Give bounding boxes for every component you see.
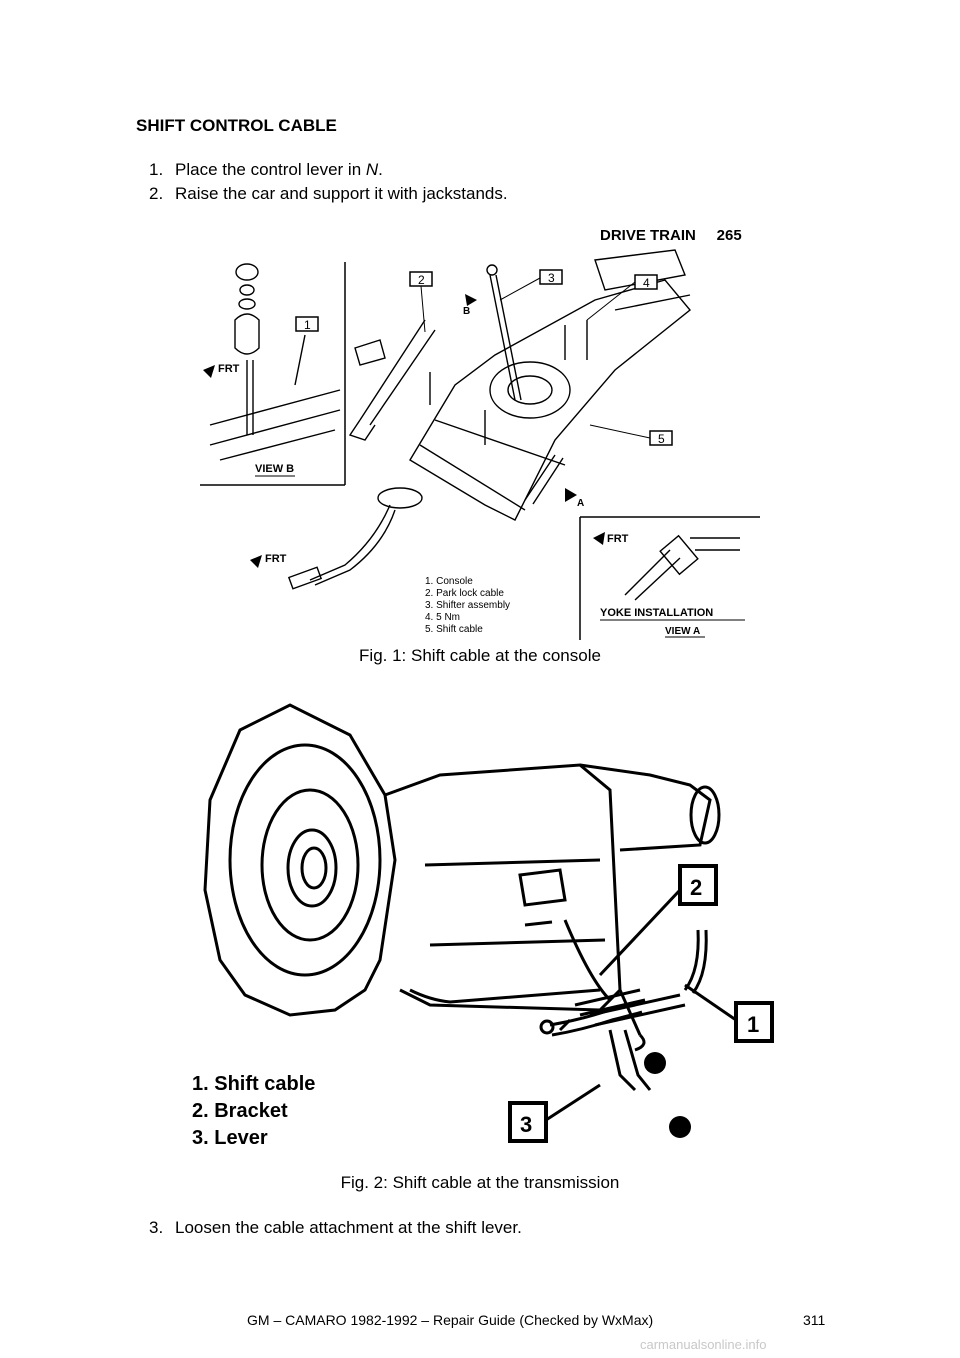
shifter-assembly-drawing — [287, 249, 691, 590]
callout-box-3 — [508, 1101, 548, 1143]
step-text: Raise the car and support it with jackst… — [175, 184, 508, 203]
legend-item: 3. Lever — [192, 1127, 268, 1149]
arrow-a-label: A — [577, 498, 584, 509]
figure-2-caption: Fig. 2: Shift cable at the transmission — [340, 1173, 620, 1192]
callout-2: 2 — [418, 273, 425, 287]
callout-3: 3 — [520, 1112, 532, 1137]
view-a-label: VIEW A — [665, 626, 700, 637]
callout-3: 3 — [548, 271, 555, 285]
callout-1: 1 — [747, 1012, 759, 1037]
frt-label-a: FRT — [607, 533, 629, 545]
yoke-drawing — [624, 534, 740, 601]
legend-item: 1. Console — [425, 576, 473, 587]
step-3: 3. Loosen the cable attachment at the shi… — [149, 1218, 522, 1238]
frt-arrow-icon — [203, 365, 215, 378]
view-b-label: VIEW B — [255, 463, 294, 475]
arrow-b-label: B — [463, 306, 470, 317]
section-title: SHIFT CONTROL CABLE — [136, 116, 337, 135]
figure-1-header: DRIVE TRAIN 265 — [600, 227, 742, 244]
step-text: Loosen the cable attachment at the shift… — [175, 1218, 522, 1237]
legend-item: 4. 5 Nm — [425, 612, 460, 623]
watermark: carmanualsonline.info — [640, 1337, 767, 1352]
figure-1-caption: Fig. 1: Shift cable at the console — [359, 646, 601, 665]
nut-icon — [669, 1116, 691, 1138]
step-text-end: . — [378, 160, 383, 179]
figure-1-illustration: DRIVE TRAIN 265 1 FRT VIEW B — [200, 227, 760, 640]
callout-4: 4 — [643, 276, 650, 290]
legend-item: 2. Bracket — [192, 1100, 288, 1122]
cable-detail — [549, 1000, 643, 1037]
frt-arrow-icon — [593, 532, 605, 545]
view-a-arrow-icon — [565, 488, 577, 502]
step-2: 2. Raise the car and support it with jack… — [149, 184, 508, 204]
step-number: 2. — [149, 184, 164, 203]
callout-box-1 — [734, 1001, 774, 1043]
nut-icon — [644, 1052, 666, 1074]
figure-1-legend: 1. Console 2. Park lock cable 3. Shifter… — [425, 576, 510, 635]
step-1: 1. Place the control lever in N. — [149, 160, 383, 180]
step-number: 3. — [149, 1218, 164, 1237]
callout-1: 1 — [304, 318, 311, 332]
page-number: 311 — [803, 1312, 826, 1328]
frt-label-b: FRT — [218, 363, 240, 375]
legend-item: 1. Shift cable — [192, 1073, 315, 1095]
leader-lines — [545, 888, 737, 1122]
callout-5: 5 — [658, 432, 665, 446]
shift-knob-drawing — [209, 263, 341, 461]
legend-item: 5. Shift cable — [425, 624, 483, 635]
legend-item: 2. Park lock cable — [425, 588, 504, 599]
callout-box-2 — [678, 864, 718, 906]
callout-box-1 — [295, 316, 319, 332]
frt-arrow-icon — [250, 555, 262, 568]
transmission-drawing — [203, 703, 721, 1092]
view-b-arrow-icon — [465, 294, 477, 306]
step-text: Place the control lever in — [175, 160, 366, 179]
legend-item: 3. Shifter assembly — [425, 600, 510, 611]
view-a-title: YOKE INSTALLATION — [600, 607, 713, 619]
figure-2-legend: 1. Shift cable 2. Bracket 3. Lever — [192, 1073, 315, 1149]
frt-label-main: FRT — [265, 553, 287, 565]
gear-position: N — [365, 160, 379, 179]
page-footer: GM – CAMARO 1982-1992 – Repair Guide (Ch… — [247, 1312, 654, 1328]
callout-box-3 — [539, 269, 563, 285]
step-number: 1. — [149, 160, 164, 179]
figure-2-illustration: 2 1 3 1. Shift cable 2. Bracket 3. Lever — [192, 703, 774, 1149]
leader-lines — [420, 277, 651, 439]
cable-end-icon — [539, 1019, 555, 1035]
callout-2: 2 — [690, 875, 702, 900]
